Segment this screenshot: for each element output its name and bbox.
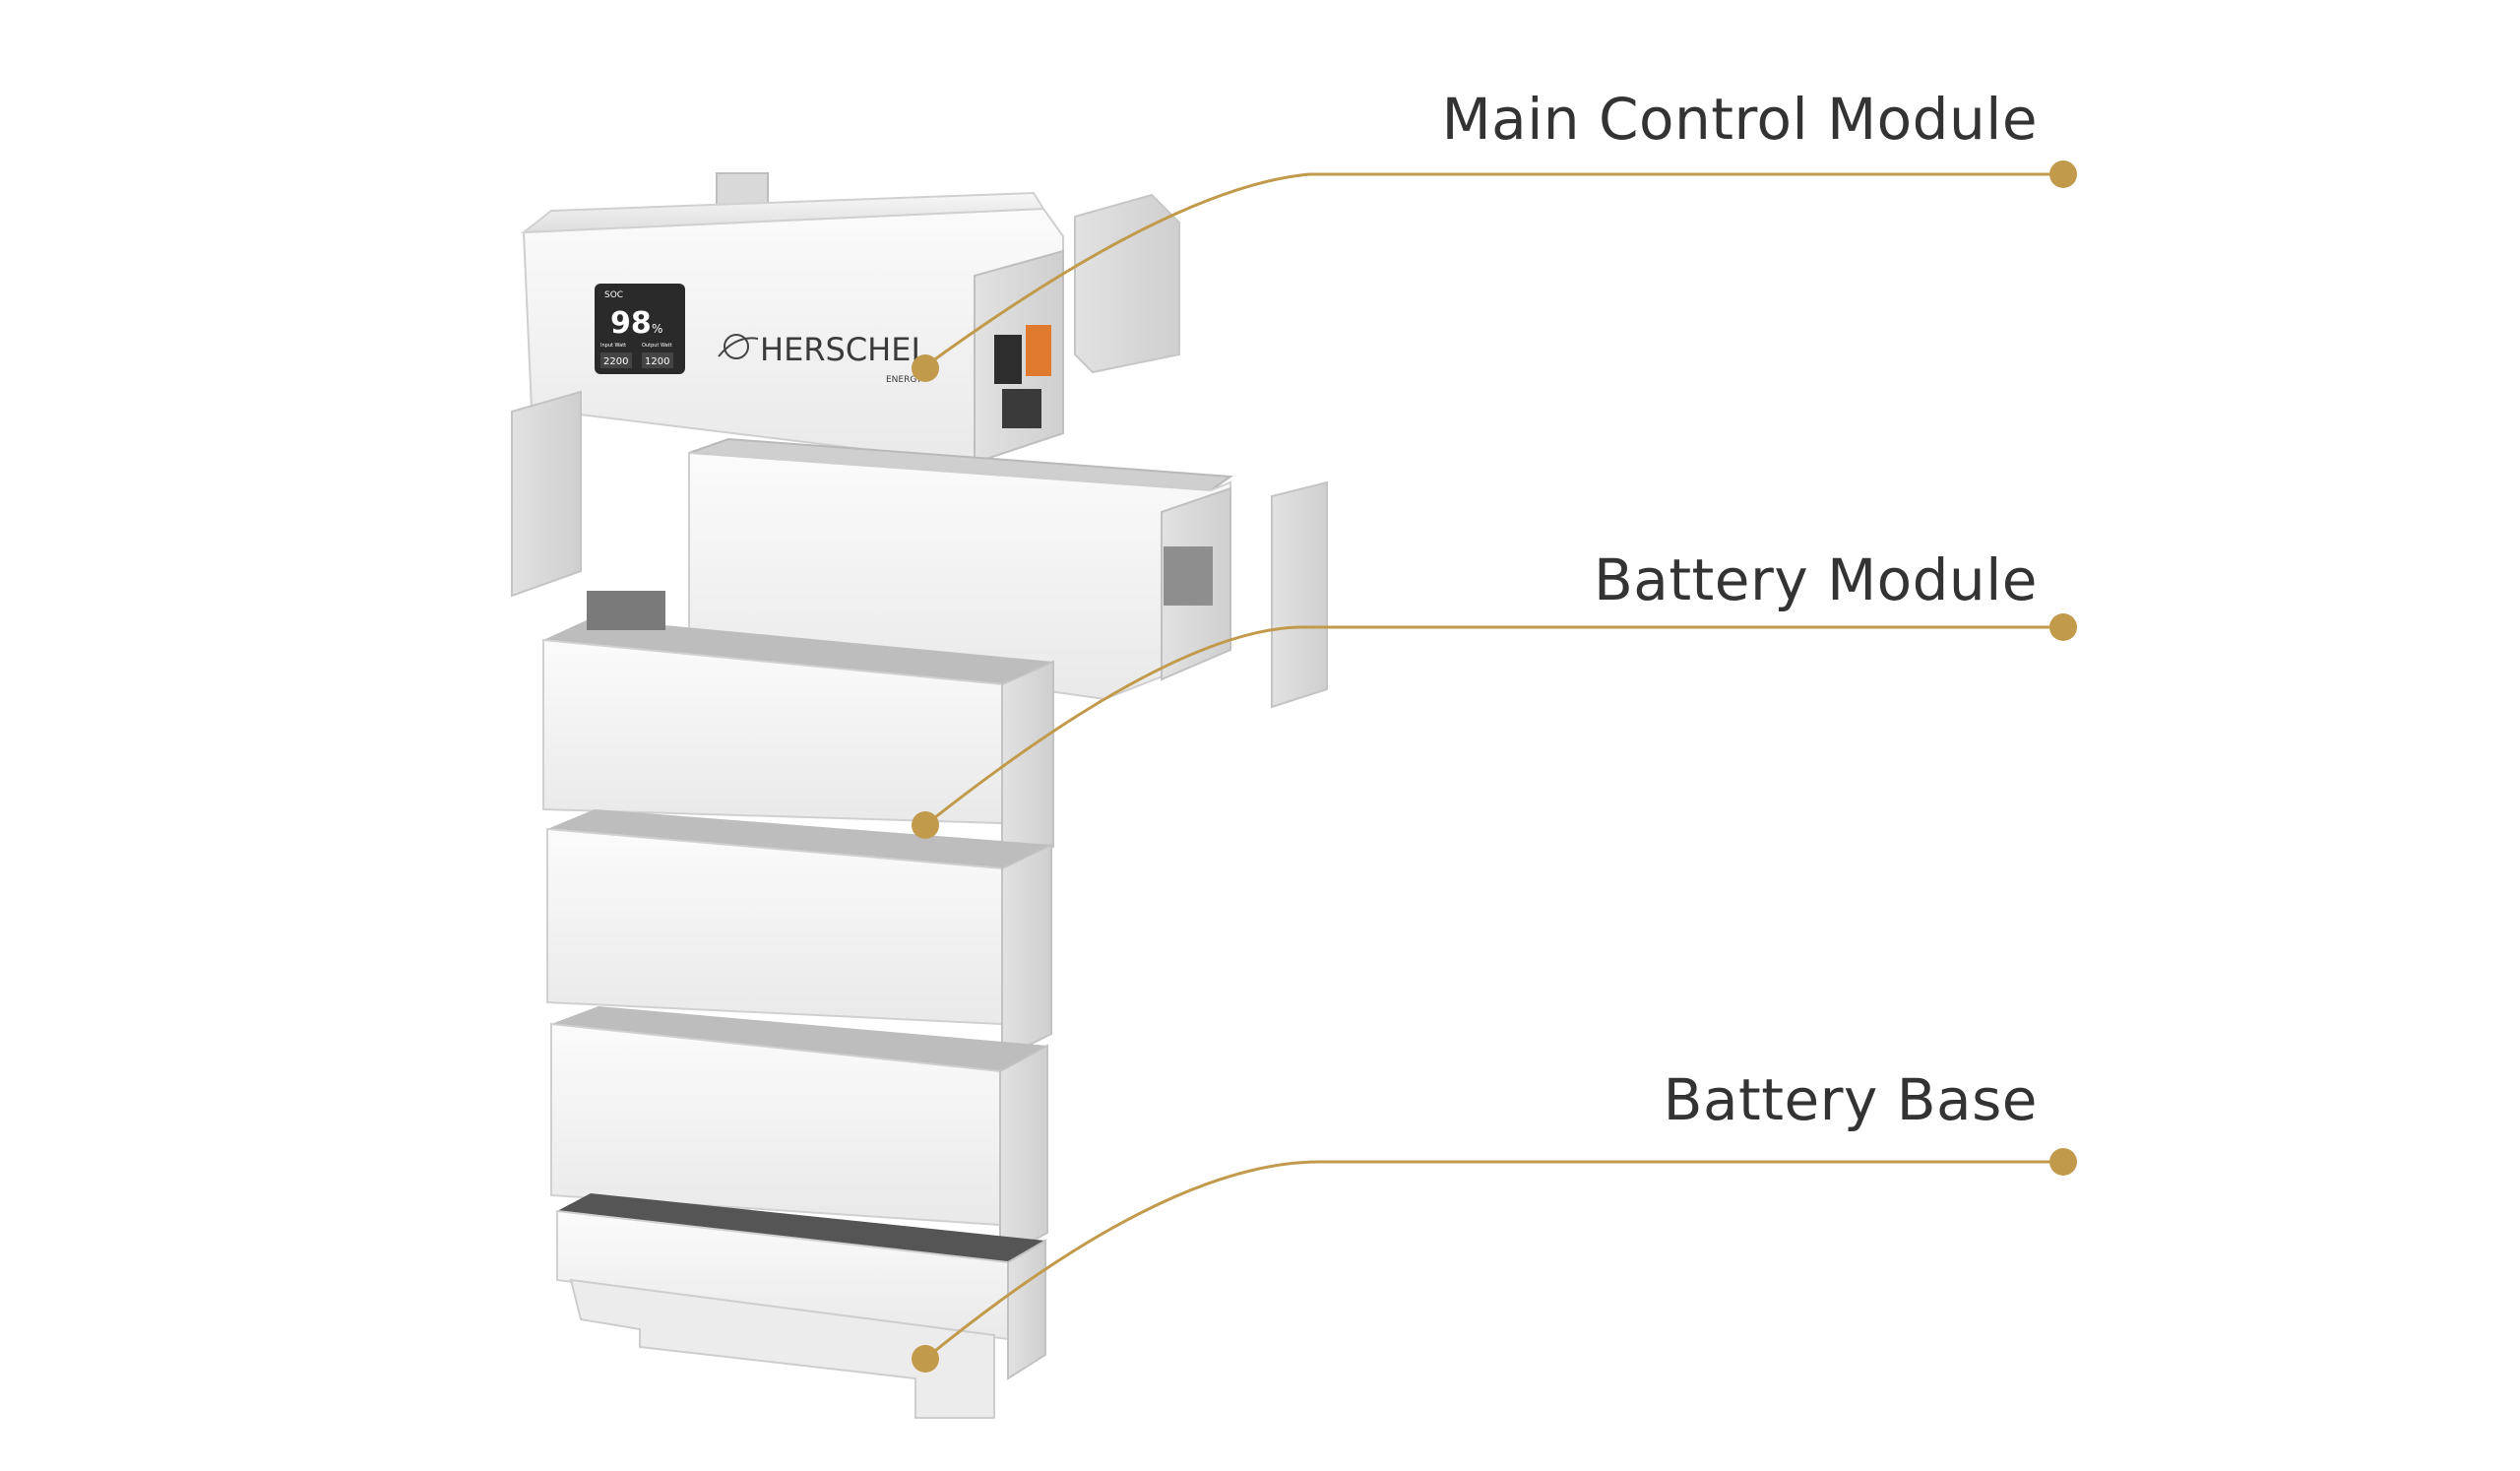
side-cover-right — [1074, 193, 1180, 374]
stack-module-2-top — [547, 809, 1051, 868]
output-value-box — [642, 352, 673, 368]
input-label: Input Watt — [600, 343, 626, 349]
output-value: 1200 — [645, 356, 669, 367]
stack-module-1-connector — [587, 591, 665, 630]
dot-main-control-end — [2049, 160, 2077, 188]
soc-display — [595, 284, 685, 374]
leader-battery-base — [924, 1160, 2057, 1361]
battery-base — [556, 1193, 1046, 1419]
callout-label-battery-base: Battery Base — [1663, 1066, 2038, 1133]
leader-main-control — [924, 172, 2057, 368]
terminal-block-1 — [994, 335, 1022, 384]
soc-label: SOC — [604, 290, 623, 300]
input-value-box — [600, 352, 632, 368]
terminal-block-2 — [1026, 325, 1051, 376]
base-side — [1007, 1239, 1046, 1380]
control-module-top — [520, 191, 1045, 234]
stack-module-2-side — [1001, 843, 1052, 1060]
battery-module-exploded — [688, 437, 1328, 709]
herschel-logo-icon — [718, 334, 759, 359]
terminal-block-3 — [1002, 389, 1041, 428]
stack-module-3-side — [999, 1044, 1048, 1260]
base-top — [557, 1193, 1045, 1262]
battery-stack — [542, 591, 1054, 1260]
brand-subtitle: ENERGY — [886, 375, 922, 385]
side-cover-far-right — [1271, 480, 1328, 709]
soc-value: 98 — [610, 306, 652, 341]
brand-name: HERSCHEL — [760, 331, 928, 368]
callout-label-main-control-module: Main Control Module — [1441, 86, 2038, 153]
dot-battery-base-end — [2049, 1148, 2077, 1176]
dot-battery-module-end — [2049, 613, 2077, 641]
stack-module-3-top — [551, 1006, 1047, 1071]
main-control-module: SOC 98 % Input Watt Output Watt 2200 120… — [520, 172, 1180, 465]
callout-leaders — [924, 172, 2057, 1361]
input-value: 2200 — [603, 356, 628, 367]
soc-unit: % — [652, 322, 662, 336]
stack-module-1-top — [543, 618, 1053, 684]
side-cover-left — [511, 390, 582, 598]
leader-battery-module — [924, 625, 2057, 827]
base-feet — [569, 1278, 995, 1419]
dot-main-control-device — [912, 354, 939, 382]
callout-dots — [912, 160, 2077, 1373]
stack-module-1-side — [1001, 660, 1054, 868]
exploded-module-connector — [1164, 546, 1213, 606]
dot-battery-module-device — [912, 811, 939, 839]
dot-battery-base-device — [912, 1345, 939, 1373]
callout-label-battery-module: Battery Module — [1593, 546, 2038, 613]
output-label: Output Watt — [642, 343, 672, 349]
